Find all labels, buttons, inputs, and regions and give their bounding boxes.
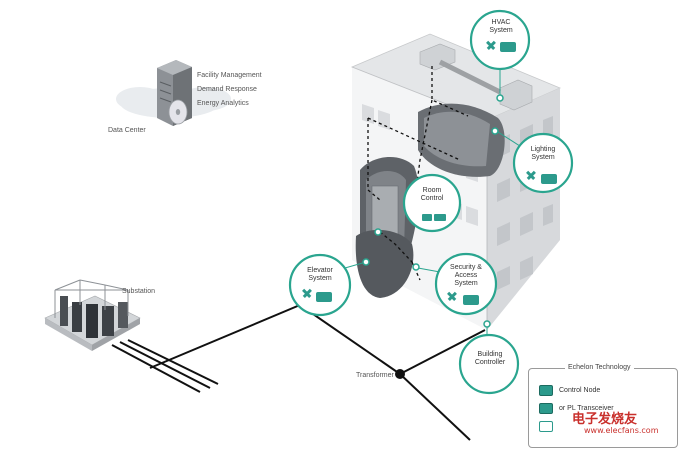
substation-label: Substation <box>122 288 156 295</box>
room-control-callout <box>374 173 462 236</box>
plc-icon <box>539 421 553 432</box>
security-label: Security & Access System <box>450 264 482 287</box>
energy-analytics-label: Energy Analytics <box>197 100 249 107</box>
lighting-label: Lighting System <box>530 146 556 161</box>
hvac-label: HVAC System <box>489 19 513 34</box>
facility-management-label: Facility Management <box>197 72 262 79</box>
building-controller-label: Building Controller <box>474 351 506 366</box>
room-control-label: Room Control <box>420 187 444 202</box>
data-center-label: Data Center <box>108 127 146 134</box>
control-node-icon <box>539 385 553 396</box>
legend-title: Echelon Technology <box>565 364 634 371</box>
watermark: 电子发烧友 <box>572 412 638 427</box>
watermark-url: www.elecfans.com <box>584 426 659 435</box>
transformer-label: Transformer <box>356 372 394 379</box>
legend-plc <box>539 421 553 432</box>
substation-icon <box>44 279 141 351</box>
building-controller-callout <box>458 320 520 395</box>
lighting-callout <box>491 127 574 194</box>
legend-control-node-label: Control Node <box>559 387 601 394</box>
legend-control-node: Control Node <box>539 385 600 396</box>
power-lines <box>111 303 486 441</box>
legend-transceiver-label: or PL Transceiver <box>559 405 614 412</box>
elevator-label: Elevator System <box>307 267 333 282</box>
security-callout <box>412 252 498 316</box>
demand-response-label: Demand Response <box>197 86 257 93</box>
transceiver-icon <box>539 403 553 414</box>
legend-transceiver: or PL Transceiver <box>539 403 614 414</box>
elevator-callout <box>288 253 370 317</box>
legend: Echelon Technology Control Node or PL Tr… <box>528 364 678 448</box>
hvac-callout <box>469 9 531 102</box>
server-icon <box>157 60 192 126</box>
transformer-icon <box>395 369 405 379</box>
